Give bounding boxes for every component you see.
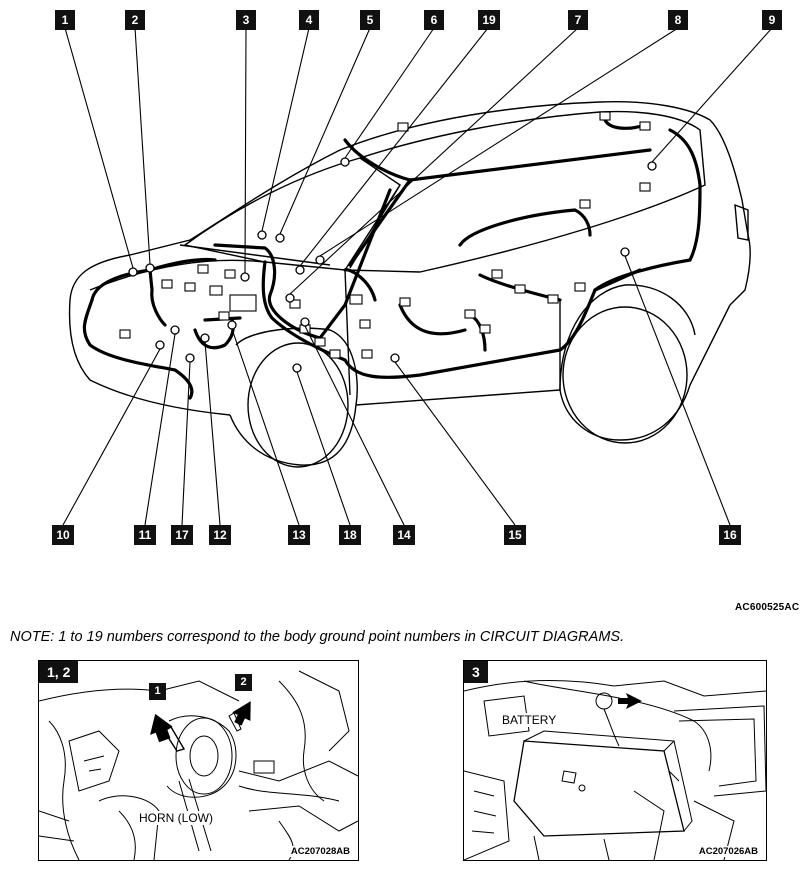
ground-point-callout-7: 7 [568, 10, 588, 30]
panel-callout-1: 1 [149, 683, 166, 700]
diagram-code: AC600525AC [735, 602, 800, 613]
panel-callout-2: 2 [235, 674, 252, 691]
ground-point-callout-17: 17 [171, 525, 193, 545]
ground-point-callout-16: 16 [719, 525, 741, 545]
ground-point-callout-3: 3 [236, 10, 256, 30]
ground-point-callout-9: 9 [762, 10, 782, 30]
ground-point-callout-15: 15 [504, 525, 526, 545]
horn-low-label: HORN (LOW) [137, 811, 215, 825]
ground-point-callout-14: 14 [393, 525, 415, 545]
ground-point-callout-19: 19 [478, 10, 500, 30]
ground-point-callout-18: 18 [339, 525, 361, 545]
connectors [119, 111, 651, 359]
ground-point-callout-4: 4 [299, 10, 319, 30]
panel-tag-1-2: 1, 2 [39, 661, 79, 683]
ground-point-callout-10: 10 [52, 525, 74, 545]
detail-panel-ground-1-2: 1, 2 1 2 HORN (LOW) AC207028AB [38, 660, 359, 861]
panel-code-left: AC207028AB [288, 846, 352, 857]
battery-area-illustration [464, 680, 766, 860]
ground-point-callout-8: 8 [668, 10, 688, 30]
panel-code-right: AC207026AB [696, 846, 760, 857]
detail-panel-ground-3: 3 BATTERY AC207026AB [463, 660, 767, 861]
vehicle-ground-point-diagram [62, 27, 773, 526]
panel-tag-3: 3 [464, 661, 488, 683]
horn-area-illustration [39, 670, 358, 860]
ground-point-callout-1: 1 [55, 10, 75, 30]
ground-point-callout-13: 13 [288, 525, 310, 545]
ground-point-callout-12: 12 [209, 525, 231, 545]
ground-point-callout-5: 5 [360, 10, 380, 30]
ground-point-callout-6: 6 [424, 10, 444, 30]
ground-point-callout-11: 11 [134, 525, 156, 545]
ground-point-callout-2: 2 [125, 10, 145, 30]
note-text: NOTE: 1 to 19 numbers correspond to the … [10, 629, 625, 645]
leader-lines [62, 27, 773, 526]
battery-label: BATTERY [500, 713, 559, 727]
